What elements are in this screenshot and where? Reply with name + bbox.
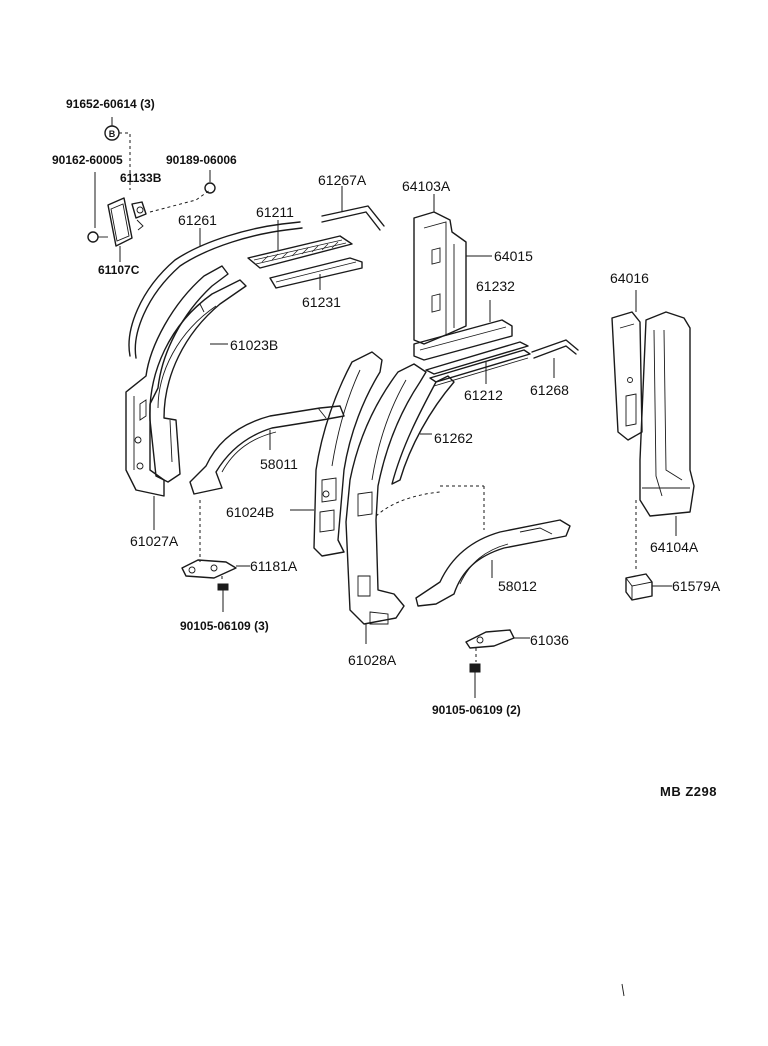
label-64104a: 64104A xyxy=(650,539,699,555)
label-58012: 58012 xyxy=(498,578,537,594)
part-61267a-drip-strip xyxy=(321,186,385,231)
label-61261: 61261 xyxy=(178,212,217,228)
label-61212: 61212 xyxy=(464,387,503,403)
label-64015: 64015 xyxy=(494,248,533,264)
label-64103a: 64103A xyxy=(402,178,451,194)
label-90105-06109-2: 90105-06109 (2) xyxy=(432,703,521,717)
part-61181a-bracket xyxy=(181,500,250,612)
label-61107c: 61107C xyxy=(98,263,140,277)
label-61036: 61036 xyxy=(530,632,569,648)
part-61027a-front-pillar-outer xyxy=(125,265,229,530)
label-61133b: 61133B xyxy=(120,171,162,185)
label-61231: 61231 xyxy=(302,294,341,310)
part-61024b-center-pillar xyxy=(290,351,383,557)
part-58012-rear-floor-rail xyxy=(415,485,571,607)
label-61267a: 61267A xyxy=(318,172,367,188)
label-61232: 61232 xyxy=(476,278,515,294)
label-90162-60005: 90162-60005 xyxy=(52,153,123,167)
label-61023b: 61023B xyxy=(230,337,279,353)
part-61261-roof-side-rail xyxy=(128,221,303,359)
label-61268: 61268 xyxy=(530,382,569,398)
scan-mark xyxy=(621,983,625,997)
label-91652-60614: 91652-60614 (3) xyxy=(66,97,155,111)
label-61211: 61211 xyxy=(256,204,294,220)
label-64016: 64016 xyxy=(610,270,649,286)
label-61262: 61262 xyxy=(434,430,473,446)
part-61232-rail xyxy=(413,300,513,361)
part-61211-rail-panel xyxy=(247,220,353,269)
part-61028a-rear-pillar xyxy=(345,363,441,644)
label-61579a: 61579A xyxy=(672,578,721,594)
label-61024b: 61024B xyxy=(226,504,275,520)
part-61231-rail-inner xyxy=(269,257,363,290)
part-61268-drip-strip xyxy=(531,339,579,378)
label-61181a: 61181A xyxy=(250,558,298,574)
part-58011-floor-rail xyxy=(189,405,345,495)
part-61036-bracket xyxy=(465,629,530,698)
part-61212-rail xyxy=(425,341,531,387)
bolt-callout-letter: B xyxy=(109,129,116,139)
part-64103a-back-panel xyxy=(413,194,492,345)
label-61028a: 61028A xyxy=(348,652,397,668)
label-90105-06109-3: 90105-06109 (3) xyxy=(180,619,269,633)
part-64016-upper-panel xyxy=(611,290,643,441)
label-58011: 58011 xyxy=(260,456,298,472)
label-90189-06006: 90189-06006 xyxy=(166,153,237,167)
label-61027a: 61027A xyxy=(130,533,179,549)
part-64104a-quarter-panel xyxy=(635,311,695,572)
diagram-code: MB Z298 xyxy=(660,784,717,799)
part-61023b-front-pillar xyxy=(149,279,247,483)
hardware-cluster-top-left: B xyxy=(87,117,216,262)
part-61579a-pad xyxy=(625,573,672,601)
part-61262-pillar-strip xyxy=(391,375,455,485)
